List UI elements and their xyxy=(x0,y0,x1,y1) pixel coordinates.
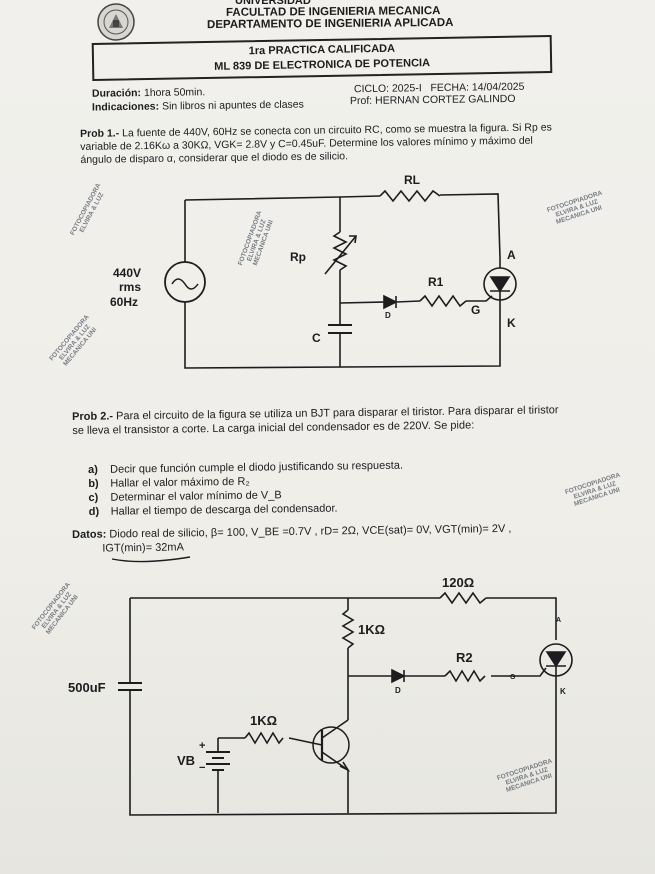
rp-label: Rp xyxy=(290,250,306,264)
capacitor-500uf-label: 500uF xyxy=(68,680,106,695)
r2-label: R2 xyxy=(456,650,473,665)
source-voltage-label: 440V xyxy=(113,266,142,280)
diode-2-label: D xyxy=(395,686,401,695)
cathode-label: K xyxy=(507,316,516,330)
resistor-1k-base-label: 1KΩ xyxy=(250,713,278,728)
anode-label: A xyxy=(507,248,516,262)
vb-label: VB xyxy=(177,753,196,768)
cathode-2-label: K xyxy=(560,687,566,696)
rl-label: RL xyxy=(404,173,420,187)
diode-label: D xyxy=(385,311,391,320)
vb-minus-label: − xyxy=(199,762,206,774)
university-name: UNIVERSIDAD xyxy=(235,0,311,7)
capacitor-label: C xyxy=(312,331,321,345)
r1-label: R1 xyxy=(428,275,444,289)
gate-2-label: G xyxy=(510,674,516,681)
gate-label: G xyxy=(471,303,481,317)
anode-2-label: A xyxy=(556,617,562,624)
resistor-1k-top-label: 1KΩ xyxy=(358,622,386,637)
vb-plus-label: + xyxy=(199,740,206,752)
source-rms-label: rms xyxy=(119,280,142,294)
source-frequency-label: 60Hz xyxy=(110,295,139,309)
university-seal-icon xyxy=(96,2,136,42)
resistor-120-label: 120Ω xyxy=(442,575,475,590)
